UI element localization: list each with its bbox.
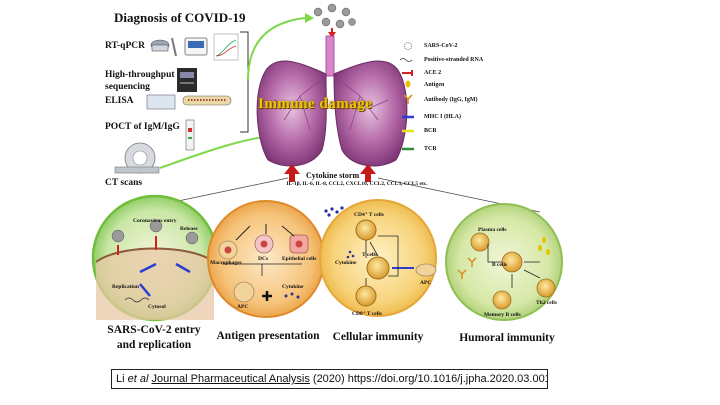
citation-box: Li et al Journal Pharmaceutical Analysis… — [111, 369, 548, 389]
sequencer-icon — [177, 68, 197, 92]
panel-title-humoral: Humoral immunity — [459, 332, 555, 344]
cytokine-storm-list: IL-1β, IL-6, IL-8, CCL2, CXCL10, CCL2, C… — [286, 181, 428, 187]
panel-cellular-immunity — [319, 199, 437, 317]
p4-label-memory: Memory B cells — [484, 312, 521, 318]
p4-label-plasma: Plasma cells — [478, 227, 507, 233]
p2-label-macrophages: Macrophages — [210, 260, 242, 266]
legend-rna: Positive-stranded RNA — [424, 57, 484, 63]
method-hts-line1: High-throughput — [105, 70, 175, 80]
method-elisa: ELISA — [105, 96, 134, 106]
citation-journal-link[interactable]: Journal Pharmaceutical Analysis — [151, 373, 310, 385]
lungs-illustration — [256, 35, 408, 167]
p2-label-cytokine: Cytokine — [282, 284, 304, 290]
ct-scanner-icon — [114, 142, 160, 174]
citation-prefix: Li — [116, 373, 128, 385]
p2-label-dcs: DCs — [258, 256, 269, 262]
p3-label-apc: APC — [420, 280, 432, 286]
legend-ace2: ACE 2 — [424, 70, 442, 76]
legend-antigen: Antigen — [424, 82, 445, 88]
p1-label-entry: Coronavirus entry — [133, 218, 177, 224]
cytokine-storm-title: Cytokine storm — [306, 171, 360, 180]
pcr-icon — [150, 33, 239, 61]
panel-title-entry-line1: SARS-CoV-2 entry — [107, 324, 201, 336]
immune-damage-label: Immune damage — [258, 96, 373, 112]
legend-mhc: MHC I (HLA) — [424, 114, 461, 120]
p3-label-cd4: CD4⁺ T cells — [354, 212, 384, 218]
poct-icon — [185, 119, 195, 151]
panel-title-entry-line2: and replication — [116, 339, 192, 351]
p1-label-release: Release — [180, 226, 198, 232]
panel-title-antigen: Antigen presentation — [216, 330, 320, 342]
legend-bcr: BCR — [424, 128, 437, 134]
elisa-plate-icon — [146, 94, 232, 110]
p1-label-replication: Replication — [112, 284, 139, 290]
cytokine-dots-icon — [324, 206, 344, 217]
p4-label-th2: Th2 cells — [536, 300, 557, 306]
method-rt-qpcr: RT-qPCR — [105, 41, 145, 51]
p2-label-apc: APC — [237, 304, 249, 310]
citation-rest: (2020) https://doi.org/10.1016/j.jpha.20… — [309, 373, 548, 385]
p3-label-tcells: T cells — [362, 252, 378, 258]
legend-icons — [399, 42, 414, 151]
legend-antibody: Antibody (IgG, IgM) — [424, 97, 478, 103]
legend-tcr: TCR — [424, 146, 437, 152]
legend-sars-cov-2: SARS-CoV-2 — [424, 43, 458, 49]
panel-entry-replication — [91, 194, 219, 322]
method-ct: CT scans — [105, 178, 143, 188]
virus-cluster-icon — [313, 3, 356, 29]
p4-label-bcells: B cells — [492, 262, 508, 268]
diagnosis-title: Diagnosis of COVID-19 — [114, 10, 246, 25]
p3-label-cytokine: Cytokine — [335, 260, 357, 266]
panel-humoral-immunity — [445, 203, 563, 321]
p2-label-epithelial: Epithelial cells — [282, 256, 317, 262]
citation-etal: et al — [127, 373, 149, 385]
method-hts-line2: sequencing — [105, 82, 150, 92]
panel-title-cellular: Cellular immunity — [332, 331, 424, 343]
panel-antigen-presentation — [207, 200, 325, 318]
p3-label-cd8: CD8⁺ T cells — [352, 311, 382, 317]
p1-label-cytosol: Cytosol — [148, 304, 166, 310]
method-poct: POCT of IgM/IgG — [105, 122, 180, 132]
